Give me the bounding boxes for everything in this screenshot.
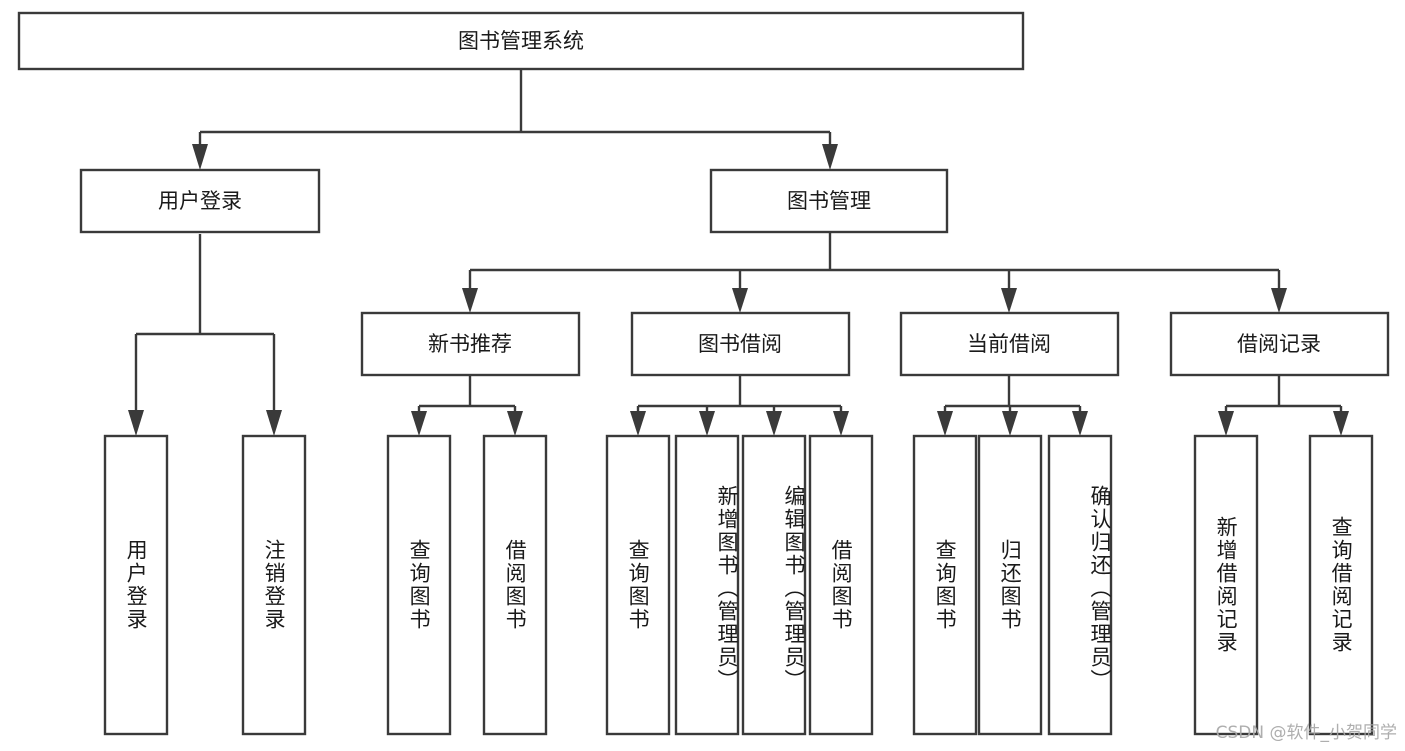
connector-group-current-borrow-leaves <box>937 375 1088 436</box>
node-leaf-add-book-label: 新增图书（管理员） <box>715 484 739 692</box>
connector-group-new-book-recommend-leaves <box>411 375 523 436</box>
node-current-borrow[interactable]: 当前借阅 <box>899 311 1120 377</box>
node-leaf-confirm-return-box[interactable] <box>1047 434 1113 736</box>
node-leaf-query-book-2-label: 查询图书 <box>626 539 651 631</box>
node-leaf-borrow-book-1-box[interactable] <box>482 434 548 736</box>
connector-group-borrow-record-leaves <box>1218 375 1349 436</box>
arrowhead-new-book-recommend <box>462 288 478 313</box>
node-book-borrow[interactable]: 图书借阅 <box>630 311 851 377</box>
node-leaf-query-book-2-box[interactable] <box>605 434 671 736</box>
node-leaf-borrow-book-2-label: 借阅图书 <box>829 539 854 631</box>
node-leaf-user-login-label: 用户登录 <box>124 539 149 631</box>
node-root[interactable]: 图书管理系统 <box>17 11 1025 71</box>
node-leaf-query-book-3-label: 查询图书 <box>933 539 958 631</box>
node-book-borrow-label: 图书借阅 <box>698 332 782 356</box>
node-leaf-user-login-box[interactable] <box>103 434 169 736</box>
arrowhead-book-manage <box>822 144 838 170</box>
node-leaf-confirm-return-label: 确认归还（管理员） <box>1088 484 1112 692</box>
node-user-login[interactable]: 用户登录 <box>79 168 321 234</box>
node-leaf-add-book-box[interactable] <box>674 434 740 736</box>
node-leaf-query-book-3-box[interactable] <box>912 434 978 736</box>
node-borrow-record-box[interactable] <box>1169 311 1390 377</box>
node-book-manage-label: 图书管理 <box>787 189 871 213</box>
arrowhead-leaf-borrow-book-1 <box>507 411 523 436</box>
node-borrow-record[interactable]: 借阅记录 <box>1169 311 1390 377</box>
node-book-manage[interactable]: 图书管理 <box>709 168 949 234</box>
node-leaf-query-book-1-label: 查询图书 <box>407 539 432 631</box>
arrowhead-leaf-query-book-1 <box>411 411 427 436</box>
node-current-borrow-label: 当前借阅 <box>967 332 1051 356</box>
arrowhead-leaf-edit-book <box>766 411 782 436</box>
node-leaf-user-logout-label: 注销登录 <box>262 539 287 631</box>
arrowhead-leaf-return-book <box>1002 411 1018 436</box>
node-leaf-query-record-label: 查询借阅记录 <box>1329 516 1354 654</box>
arrowhead-leaf-query-record <box>1333 411 1349 436</box>
arrowhead-leaf-user-login <box>128 410 144 436</box>
node-leaf-add-record-label: 新增借阅记录 <box>1214 516 1239 654</box>
node-new-book-recommend[interactable]: 新书推荐 <box>360 311 581 377</box>
leaf-boxes <box>103 434 1374 736</box>
node-user-login-box[interactable] <box>79 168 321 234</box>
arrowhead-leaf-user-logout <box>266 410 282 436</box>
arrowhead-leaf-borrow-book-2 <box>833 411 849 436</box>
node-leaf-borrow-book-2-box[interactable] <box>808 434 874 736</box>
connector-group-root <box>192 70 838 170</box>
node-current-borrow-box[interactable] <box>899 311 1120 377</box>
node-book-manage-box[interactable] <box>709 168 949 234</box>
node-new-book-recommend-box[interactable] <box>360 311 581 377</box>
node-leaf-edit-book-box[interactable] <box>741 434 807 736</box>
node-leaf-return-book-label: 归还图书 <box>998 539 1023 631</box>
node-root-label: 图书管理系统 <box>458 29 584 53</box>
arrowhead-leaf-query-book-2 <box>630 411 646 436</box>
node-book-borrow-box[interactable] <box>630 311 851 377</box>
arrowhead-leaf-confirm-return <box>1072 411 1088 436</box>
arrowhead-user-login <box>192 144 208 170</box>
csdn-watermark: CSDN @软件_小贺同学 <box>1215 723 1397 743</box>
node-user-login-label: 用户登录 <box>158 189 242 213</box>
arrowhead-borrow-record <box>1271 288 1287 313</box>
node-leaf-add-record-box[interactable] <box>1193 434 1259 736</box>
arrowhead-book-borrow <box>732 288 748 313</box>
node-borrow-record-label: 借阅记录 <box>1237 332 1321 356</box>
node-leaf-query-book-1-box[interactable] <box>386 434 452 736</box>
node-leaf-edit-book-label: 编辑图书（管理员） <box>782 484 806 692</box>
node-root-box[interactable] <box>17 11 1025 71</box>
arrowhead-leaf-add-book <box>699 411 715 436</box>
arrowhead-current-borrow <box>1001 288 1017 313</box>
arrowhead-leaf-query-book-3 <box>937 411 953 436</box>
arrowhead-leaf-add-record <box>1218 411 1234 436</box>
node-new-book-recommend-label: 新书推荐 <box>428 332 512 356</box>
connector-group-book-borrow-leaves <box>630 375 849 436</box>
connector-group-book-manage <box>462 232 1287 313</box>
node-leaf-borrow-book-1-label: 借阅图书 <box>503 539 528 631</box>
connector-group-user-login-leaves <box>128 234 282 436</box>
node-leaf-user-logout-box[interactable] <box>241 434 307 736</box>
node-leaf-return-book-box[interactable] <box>977 434 1043 736</box>
node-leaf-query-record-box[interactable] <box>1308 434 1374 736</box>
